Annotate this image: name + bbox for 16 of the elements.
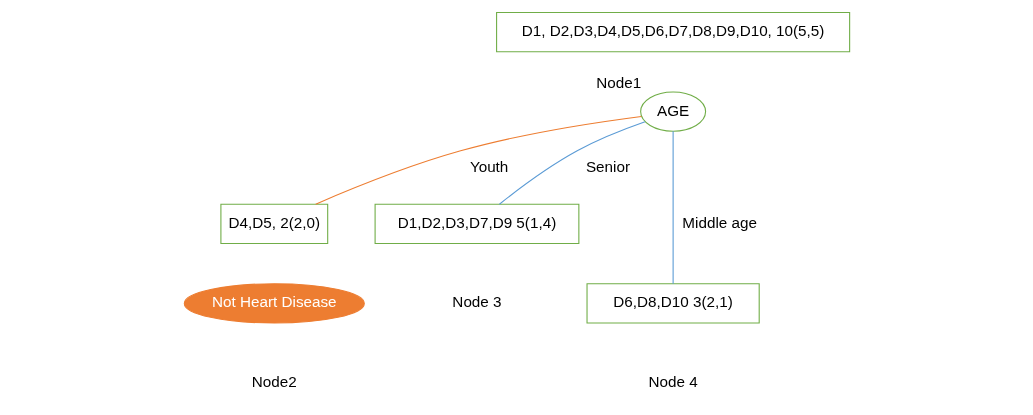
node-box: D4,D5, 2(2,0)	[219, 203, 328, 244]
edge-label: Middle age	[681, 214, 757, 232]
connector	[314, 115, 642, 205]
connector	[672, 130, 674, 285]
node-label: Node 4	[648, 372, 698, 390]
node-ellipse: AGE	[639, 91, 706, 132]
edge-label: Youth	[469, 158, 508, 176]
node-box: D1,D2,D3,D7,D9 5(1,4)	[374, 203, 579, 244]
node-ellipse: Not Heart Disease	[183, 283, 365, 324]
node-label: Node 3	[451, 293, 502, 311]
node-box: D6,D8,D10 3(2,1)	[586, 283, 760, 324]
connector	[498, 121, 646, 205]
node-label: Node2	[251, 372, 297, 390]
node-box: D1, D2,D3,D4,D5,D6,D7,D8,D9,D10, 10(5,5)	[495, 11, 850, 53]
edge-label: Senior	[585, 158, 630, 176]
node-label: Node1	[595, 73, 641, 91]
